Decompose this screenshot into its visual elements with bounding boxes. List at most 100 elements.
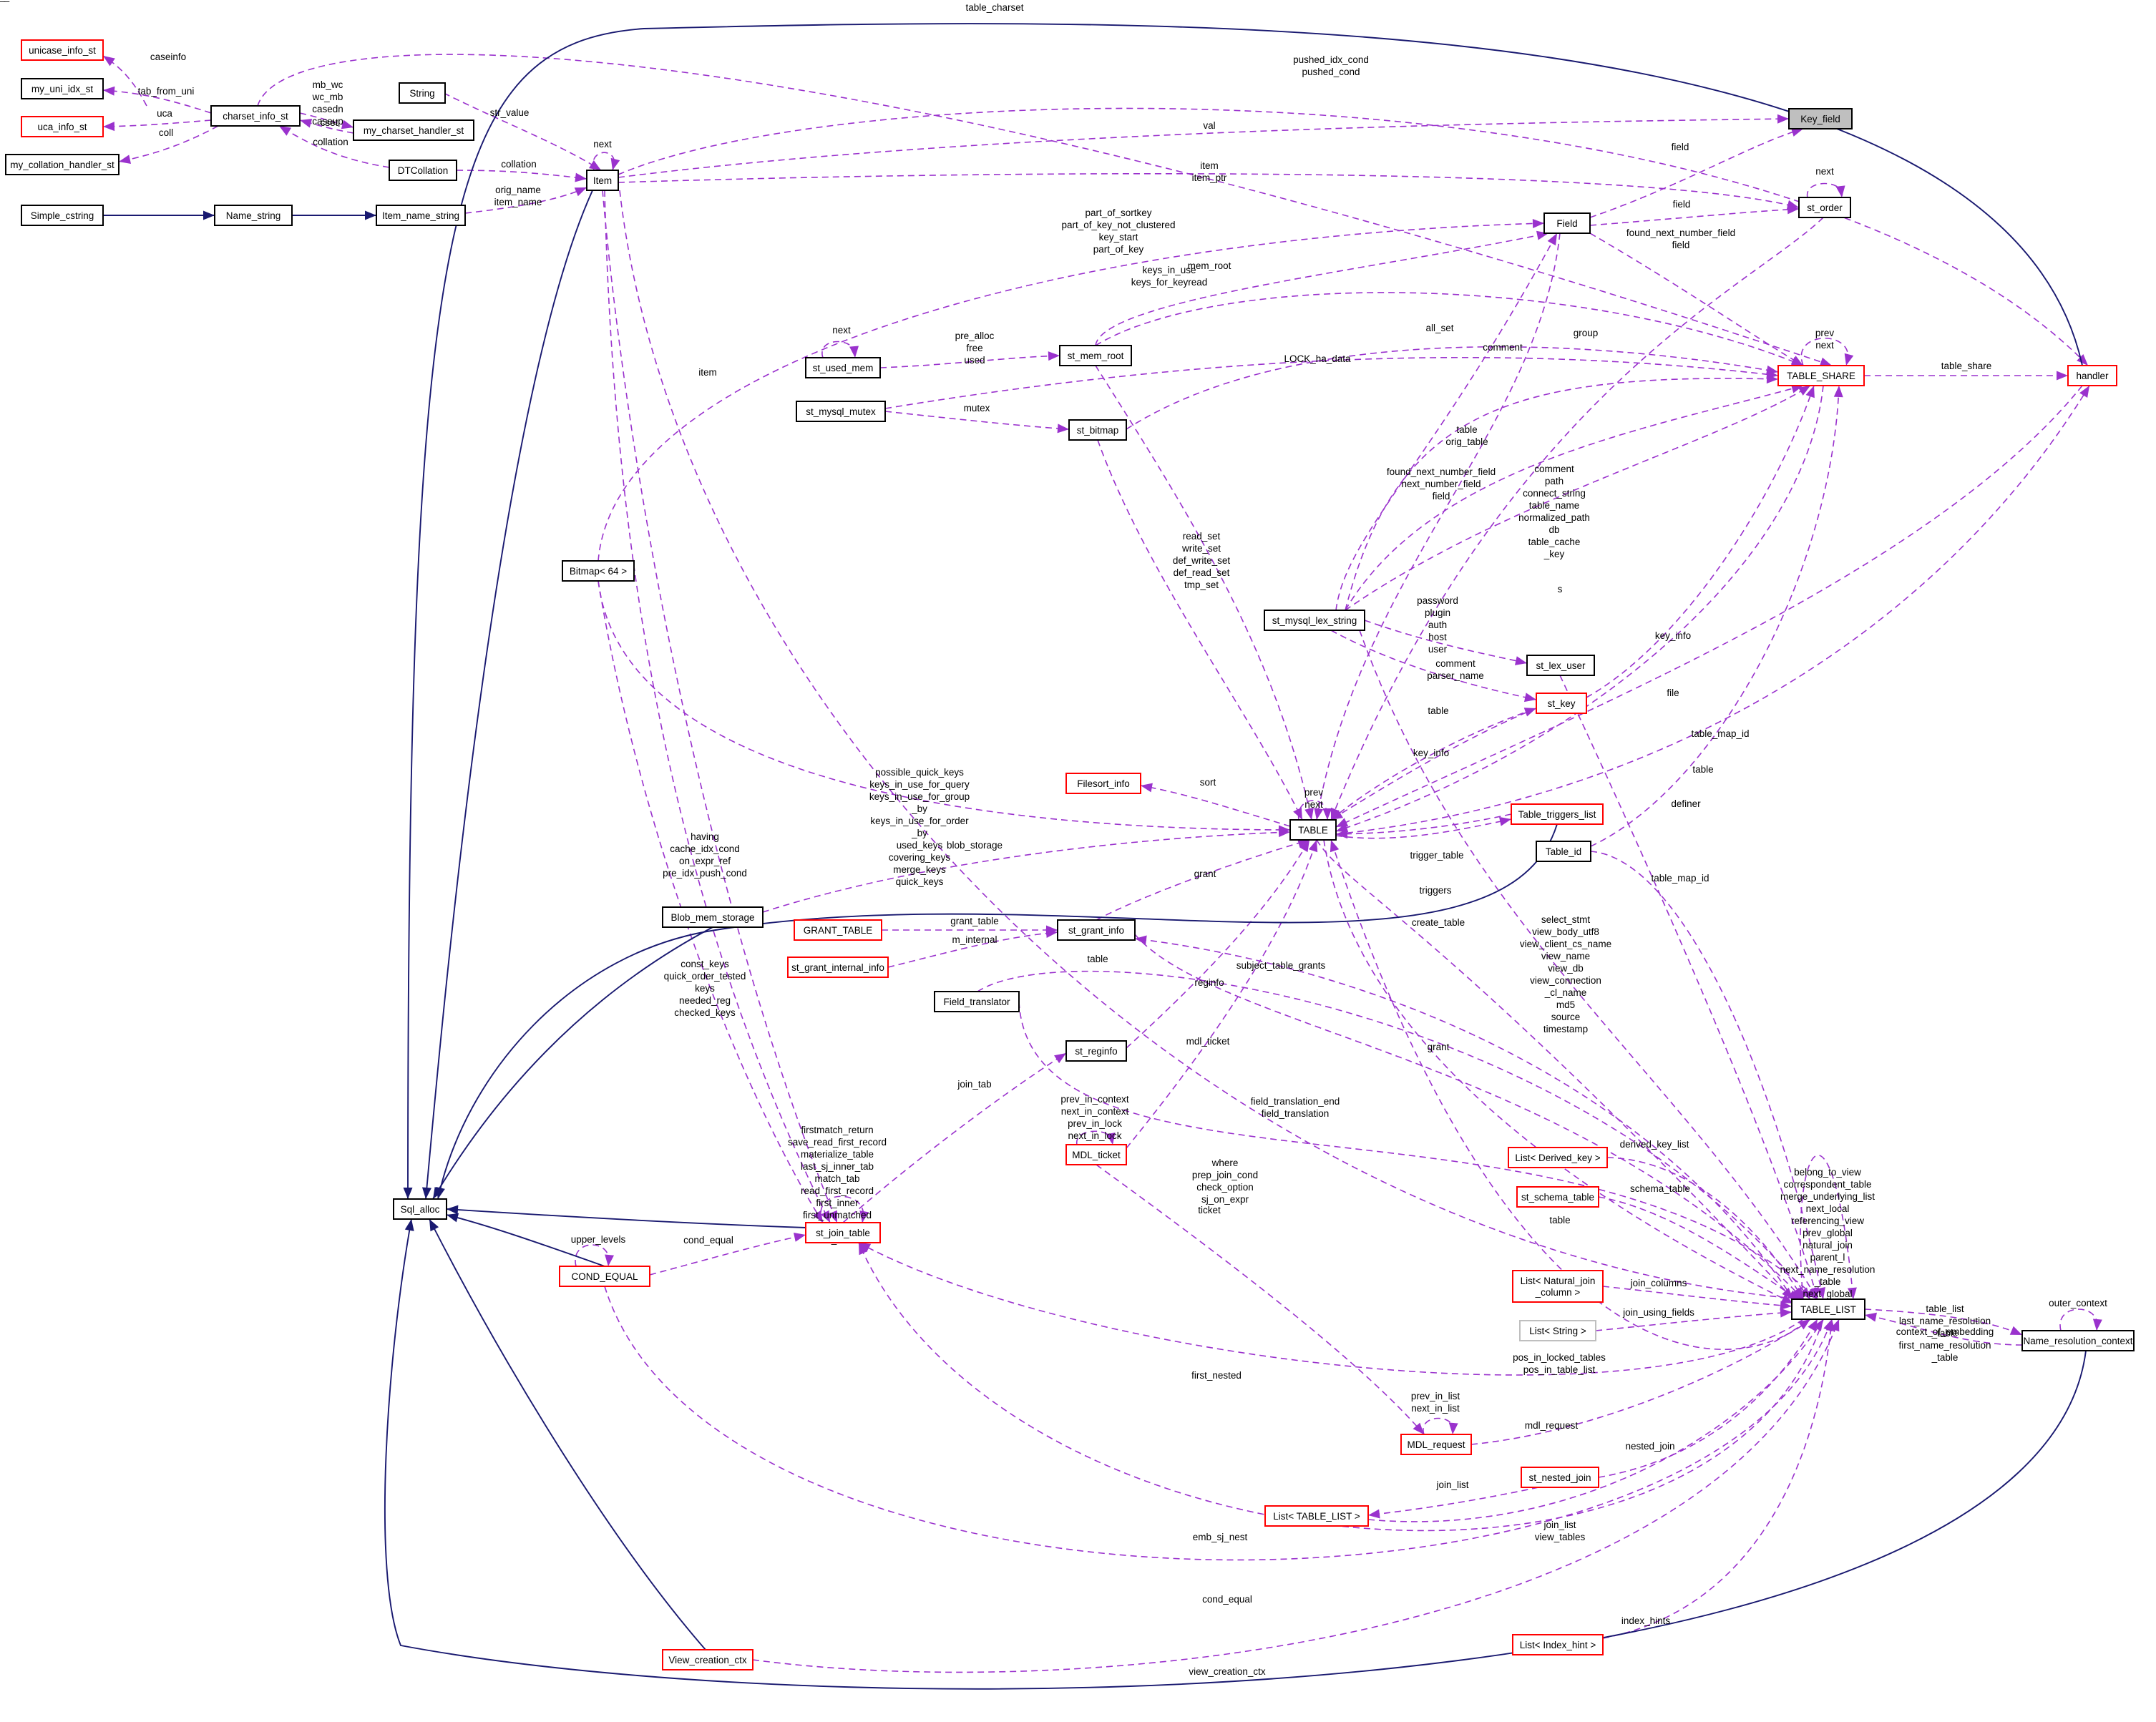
edge-arrowhead	[103, 56, 115, 67]
node-box	[376, 205, 466, 226]
edge-label: definer	[1671, 798, 1701, 809]
node-list-derived-key[interactable]: List< Derived_key >	[1508, 1147, 1608, 1168]
node-bitmap64[interactable]: Bitmap< 64 >	[562, 560, 635, 582]
edge-st_mem_root-to-Field	[1095, 233, 1549, 346]
node-box	[1777, 365, 1865, 386]
edge-TABLE_LIST-to-TABLE_LIST	[1800, 1155, 1854, 1300]
edge-arrowhead	[1793, 1286, 1803, 1299]
node-handler[interactable]: handler	[2067, 365, 2117, 386]
node-my-charset-handler-st[interactable]: my_charset_handler_st	[353, 119, 474, 141]
edge-label: cond_equal	[1202, 1594, 1252, 1605]
node-st-mysql-lex-string[interactable]: st_mysql_lex_string	[1264, 610, 1365, 631]
node-table-share[interactable]: TABLE_SHARE	[1777, 365, 1865, 386]
node-box	[1059, 345, 1132, 366]
node-uca-info-st[interactable]: uca_info_st	[21, 116, 104, 137]
edge-arrowhead	[1330, 840, 1340, 853]
node-mdl-request[interactable]: MDL_request	[1400, 1434, 1472, 1455]
node-st-mysql-mutex[interactable]: st_mysql_mutex	[796, 401, 886, 422]
node-dtcollation[interactable]: DTCollation	[389, 160, 457, 181]
node-key-field[interactable]: Key_field	[1788, 108, 1853, 129]
node-table[interactable]: TABLE	[1289, 819, 1337, 841]
node-field-translator[interactable]: Field_translator	[934, 991, 1020, 1012]
node-st-mem-root[interactable]: st_mem_root	[1059, 345, 1132, 366]
node-name-string[interactable]: Name_string	[214, 205, 293, 226]
node-label: st_order	[1807, 202, 1843, 213]
node-st-nested-join[interactable]: st_nested_join	[1521, 1467, 1599, 1488]
node-st-bitmap[interactable]: st_bitmap	[1068, 419, 1127, 441]
edge-label: val	[1203, 120, 1215, 131]
edge-arrowhead	[1844, 353, 1854, 366]
node-mdl-ticket[interactable]: MDL_ticket	[1065, 1144, 1127, 1165]
node-string[interactable]: String	[399, 82, 446, 104]
node-view-creation-ctx[interactable]: View_creation_ctx	[662, 1649, 753, 1670]
node-box	[353, 119, 474, 141]
node-box	[2067, 365, 2117, 386]
node-st-grant-info[interactable]: st_grant_info	[1057, 919, 1136, 941]
edge-handler-to-TABLE	[1335, 385, 2083, 828]
edge-label: mem_root	[0, 0, 22, 2]
node-item[interactable]: Item	[586, 170, 619, 191]
edge-arrowhead	[1766, 365, 1778, 375]
edge-arrowhead	[859, 1210, 869, 1223]
node-blob-mem-storage[interactable]: Blob_mem_storage	[662, 906, 764, 928]
node-sql-alloc[interactable]: Sql_alloc	[393, 1198, 447, 1220]
node-box	[662, 1649, 753, 1670]
edge-label: table_charset	[965, 2, 1023, 13]
edge-st_mem_root-to-TABLE	[1095, 365, 1312, 821]
node-name-resolution-context[interactable]: Name_resolution_context	[2021, 1330, 2135, 1351]
node-list-index-hint[interactable]: List< Index_hint >	[1512, 1634, 1604, 1655]
node-table-triggers-list[interactable]: Table_triggers_list	[1511, 803, 1604, 825]
node-filesort-info[interactable]: Filesort_info	[1065, 773, 1141, 794]
edge-arrowhead	[1299, 840, 1309, 853]
node-st-reginfo[interactable]: st_reginfo	[1065, 1040, 1127, 1062]
edge-st_grant_internal_info-to-st_grant_info	[887, 931, 1058, 968]
node-charset-info-st[interactable]: charset_info_st	[210, 105, 301, 127]
edge-Item-to-Key_field	[618, 118, 1790, 178]
edge-arrowhead	[1448, 1422, 1458, 1434]
node-label: st_mysql_mutex	[806, 406, 876, 417]
edge-label: str_value	[490, 107, 530, 118]
node-list-natural-join-column[interactable]: List< Natural_join_column >	[1512, 1270, 1604, 1303]
edge-st_mysql_lex_string-to-st_key	[1330, 630, 1537, 700]
node-st-key[interactable]: st_key	[1536, 693, 1587, 714]
node-st-schema-table[interactable]: st_schema_table	[1516, 1186, 1599, 1208]
node-st-order[interactable]: st_order	[1798, 197, 1851, 218]
node-label: st_nested_join	[1528, 1472, 1591, 1483]
edge-Table_id-to-TABLE_LIST	[1590, 385, 1840, 847]
node-st-grant-internal-info[interactable]: st_grant_internal_info	[787, 957, 889, 978]
node-st-lex-user[interactable]: st_lex_user	[1526, 655, 1595, 676]
node-box	[210, 105, 301, 127]
node-field[interactable]: Field	[1543, 212, 1591, 234]
node-st-used-mem[interactable]: st_used_mem	[805, 357, 881, 378]
node-box	[559, 1266, 650, 1287]
node-label: GRANT_TABLE	[804, 925, 873, 936]
node-simple-cstring[interactable]: Simple_cstring	[21, 205, 104, 226]
node-table-id[interactable]: Table_id	[1536, 841, 1591, 862]
edge-arrowhead	[1816, 1286, 1825, 1299]
edge-my_charset_handler_st-to-charset_info_st	[299, 119, 354, 134]
node-table-list[interactable]: TABLE_LIST	[1791, 1298, 1865, 1320]
node-my-collation-handler-st[interactable]: my_collation_handler_st	[5, 154, 119, 175]
node-item-name-string[interactable]: Item_name_string	[376, 205, 466, 226]
edge-label: table_map_id	[1691, 728, 1749, 739]
edge-label: cond_equal	[683, 1235, 733, 1246]
node-unicase-info-st[interactable]: unicase_info_st	[21, 39, 104, 61]
node-st-join-table[interactable]: st_join_table	[805, 1222, 881, 1243]
node-grant-table[interactable]: GRANT_TABLE	[794, 919, 882, 941]
node-my-uni-idx-st[interactable]: my_uni_idx_st	[21, 78, 104, 99]
edge-arrowhead	[1787, 205, 1799, 215]
node-box	[2021, 1330, 2135, 1351]
node-cond-equal[interactable]: COND_EQUAL	[559, 1266, 650, 1287]
edge-label: field	[1672, 142, 1689, 152]
node-label: MDL_ticket	[1072, 1150, 1121, 1160]
node-list-string[interactable]: List< String >	[1519, 1320, 1596, 1341]
node-label: List< String >	[1529, 1326, 1586, 1336]
node-list-table-list[interactable]: List< TABLE_LIST >	[1264, 1505, 1369, 1527]
node-label: Name_string	[226, 210, 281, 221]
edge-label: create_table	[1412, 917, 1465, 928]
